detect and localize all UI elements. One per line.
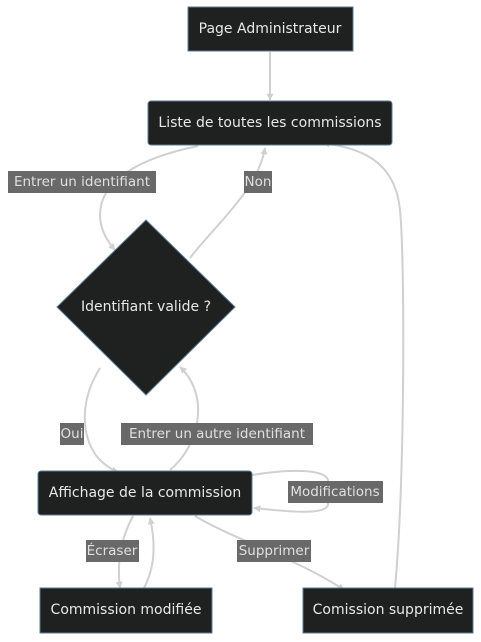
node-list: Liste de toutes les commissions bbox=[147, 100, 393, 146]
edge-labels: Entrer un identifiant Non Oui Entrer un … bbox=[8, 171, 383, 562]
node-deleted: Comission supprimée bbox=[302, 587, 474, 634]
edge-label-modifications: Modifications bbox=[288, 481, 383, 503]
svg-text:Page Administrateur: Page Administrateur bbox=[199, 21, 342, 37]
svg-text:Liste de toutes les commission: Liste de toutes les commissions bbox=[158, 115, 381, 131]
svg-text:Écraser: Écraser bbox=[87, 542, 138, 559]
edge-modified-to-display bbox=[142, 517, 155, 591]
nodes: Page Administrateur Liste de toutes les … bbox=[37, 6, 474, 634]
svg-text:Comission supprimée: Comission supprimée bbox=[313, 602, 464, 618]
node-valid-diamond: Identifiant valide ? bbox=[56, 219, 236, 396]
svg-text:Oui: Oui bbox=[61, 426, 84, 442]
svg-text:Entrer un identifiant: Entrer un identifiant bbox=[14, 174, 150, 190]
node-modified: Commission modifiée bbox=[39, 587, 213, 634]
edge-display-to-valid bbox=[169, 366, 200, 471]
edge-deleted-to-list bbox=[322, 140, 405, 589]
edge-valid-to-list bbox=[189, 147, 268, 259]
svg-text:Supprimer: Supprimer bbox=[239, 543, 310, 559]
edge-label-enter-other: Entrer un autre identifiant bbox=[121, 423, 313, 445]
svg-text:Modifications: Modifications bbox=[290, 484, 379, 500]
svg-text:Commission modifiée: Commission modifiée bbox=[51, 602, 202, 618]
edge-valid-to-display bbox=[83, 367, 119, 474]
svg-text:Non: Non bbox=[245, 174, 272, 190]
edge-label-enter-id: Entrer un identifiant bbox=[8, 171, 156, 193]
svg-text:Entrer un autre identifiant: Entrer un autre identifiant bbox=[129, 426, 305, 442]
edge-label-no: Non bbox=[244, 171, 272, 193]
edge-label-yes: Oui bbox=[60, 423, 84, 445]
edge-list-to-valid bbox=[98, 145, 199, 251]
node-display: Affichage de la commission bbox=[37, 470, 253, 516]
edge-label-erase: Écraser bbox=[86, 540, 139, 562]
svg-text:Identifiant valide ?: Identifiant valide ? bbox=[81, 299, 211, 315]
svg-text:Affichage de la commission: Affichage de la commission bbox=[49, 485, 241, 501]
edge-label-delete: Supprimer bbox=[237, 540, 311, 562]
node-admin: Page Administrateur bbox=[187, 6, 354, 52]
